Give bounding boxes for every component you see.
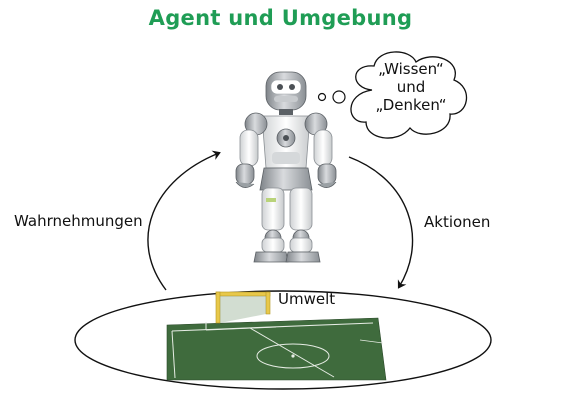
thought-line-1: „Wissen“	[378, 60, 444, 78]
environment-label: Umwelt	[278, 290, 336, 308]
humanoid-robot-icon	[235, 71, 337, 263]
action-arrow	[348, 156, 414, 289]
environment-ellipse	[74, 290, 492, 390]
action-label: Aktionen	[424, 213, 491, 231]
thought-line-2: und	[396, 78, 426, 96]
thought-text: „Wissen“ und „Denken“	[360, 60, 462, 114]
thought-line-3: „Denken“	[375, 96, 447, 114]
diagram-title: Agent und Umgebung	[148, 6, 413, 30]
goal	[215, 291, 271, 324]
perception-label: Wahrnehmungen	[14, 212, 143, 230]
perception-arrow	[147, 150, 221, 291]
soccer-field	[166, 317, 387, 381]
thought-bubble	[317, 51, 468, 139]
